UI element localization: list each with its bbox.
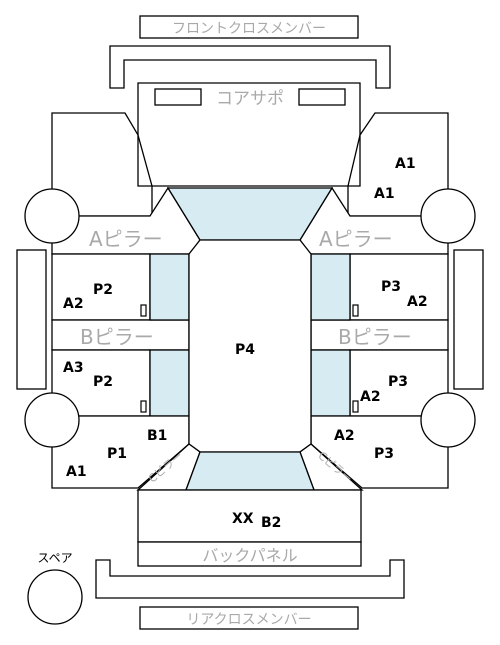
rear-cross-member-box[interactable] (139, 606, 359, 630)
back-panel-label: バックパネル (202, 546, 297, 565)
code-trunk-xx: XX (232, 511, 254, 527)
rear-door-right-handle (352, 400, 359, 413)
front-door-right-handle (352, 304, 359, 317)
code-rear-door-right-grade: P3 (388, 374, 408, 390)
front-bumper-bracket[interactable] (109, 45, 391, 89)
front-side-window-right[interactable] (310, 253, 351, 321)
code-front-door-right-grade: P3 (381, 279, 401, 295)
spare-tire[interactable] (27, 569, 83, 625)
code-quarter-right-grade: P3 (374, 446, 394, 462)
core-support-left-slot (154, 88, 202, 106)
core-support-label: コアサポ (216, 89, 284, 109)
code-front-fender-right-top: A1 (395, 156, 416, 172)
code-quarter-left-grade: P1 (107, 446, 127, 462)
code-trunk-code: B2 (261, 515, 281, 531)
front-cross-member-box[interactable] (139, 15, 359, 39)
code-front-door-left-code: A2 (63, 296, 84, 312)
front-left-tire[interactable] (24, 188, 80, 244)
core-support-right-slot (298, 88, 346, 106)
left-side-sill[interactable] (16, 249, 47, 390)
front-fender-right[interactable] (347, 112, 449, 217)
code-quarter-left-code: A1 (66, 464, 87, 480)
rear-bumper-bracket[interactable] (95, 559, 405, 599)
rear-side-window-left[interactable] (149, 349, 190, 417)
spare-label: スペア (37, 551, 72, 565)
rear-side-window-right[interactable] (310, 349, 351, 417)
code-rear-door-left-grade: P2 (93, 374, 113, 390)
a-pillar-left-label: Aピラー (89, 227, 163, 251)
rear-right-tire[interactable] (420, 392, 476, 448)
quarter-panel-right[interactable] (310, 415, 449, 489)
quarter-panel-left[interactable] (51, 415, 190, 489)
back-panel-box[interactable] (137, 541, 362, 567)
rear-door-left-handle (140, 400, 147, 413)
rear-window[interactable] (185, 451, 315, 491)
right-side-sill[interactable] (453, 249, 484, 390)
a-pillar-right-label: Aピラー (319, 227, 393, 251)
front-right-tire[interactable] (420, 188, 476, 244)
code-front-door-left-grade: P2 (93, 282, 113, 298)
b-pillar-right-label: Bピラー (338, 325, 412, 349)
front-door-right[interactable] (349, 253, 449, 321)
front-cross-member-label: フロントクロスメンバー (172, 21, 326, 37)
trunk-lid[interactable] (137, 489, 362, 543)
code-quarter-left-b: B1 (147, 428, 167, 444)
code-rear-door-right-code: A2 (360, 389, 381, 405)
code-quarter-right-code: A2 (334, 428, 355, 444)
front-side-window-left[interactable] (149, 253, 190, 321)
code-front-door-right-code: A2 (407, 294, 428, 310)
rear-cross-member-label: リアクロスメンバー (186, 612, 311, 628)
code-rear-door-left-code: A3 (63, 360, 84, 376)
code-front-fender-right-bottom: A1 (374, 186, 395, 202)
b-pillar-left-label: Bピラー (80, 325, 154, 349)
code-roof: P4 (235, 342, 255, 358)
front-door-left-handle (140, 304, 147, 317)
rear-left-tire[interactable] (24, 392, 80, 448)
